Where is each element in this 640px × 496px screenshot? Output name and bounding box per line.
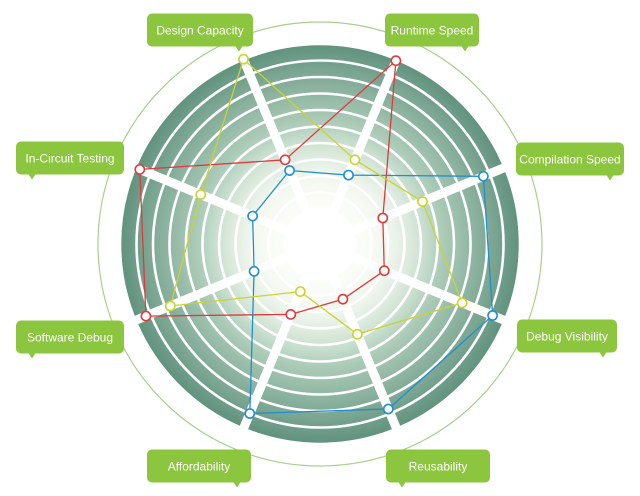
label-pointer [235,45,243,52]
data-point-software_debug [248,265,260,277]
grid-band-segment [446,191,470,297]
data-point-software_debug [140,310,152,322]
label-pointer [606,174,614,181]
grid-band-segment [168,306,258,396]
data-point-reusability [351,328,363,340]
grid-band-segment [260,385,380,410]
data-point-affordability [285,308,297,320]
grid-band-segment [138,318,246,426]
grid-band-segment [170,191,194,297]
grid-band-segment [154,184,179,304]
axis-label-text: Design Capacity [156,24,243,38]
data-point-debug_visibility [487,310,498,321]
grid-band-segment [375,107,457,189]
axis-label-text: Compilation Speed [519,153,620,167]
label-badge [385,13,479,47]
data-point-design_capacity [279,154,291,166]
data-point-affordability [244,408,256,419]
axis-label-debug_visibility: Debug Visibility [517,319,617,358]
label-badge [147,13,253,47]
grid-band-segment [382,92,472,182]
grid-band-segment [199,293,271,365]
grid-band-segment [121,172,148,316]
grid-band-segment [260,78,380,103]
axis-label-design_capacity: Design Capacity [147,13,253,52]
grid-band-segment [461,184,486,304]
label-badge [516,142,624,176]
label-pointer [233,481,241,488]
grid-band-segment [153,312,252,411]
data-point-reusability [337,293,349,305]
axis-label-text: Affordability [168,460,230,474]
label-badge [386,449,490,483]
label-pointer [28,352,36,359]
data-point-compilation_speed [477,170,489,182]
grid-band-segment [248,416,392,443]
center-glow [200,124,440,364]
label-badge [16,141,124,175]
data-point-in_circuit_testing [247,210,258,222]
axis-label-text: In-Circuit Testing [25,152,114,166]
grid-band-segment [183,299,265,381]
grid-band-segment [168,92,258,182]
grid-band-segment [394,318,502,426]
grid-band-segment [369,293,441,365]
data-point-in_circuit_testing [195,189,207,200]
series-3 [164,53,468,340]
data-point-debug_visibility [456,297,468,309]
grid-band-segment [153,77,252,176]
outer-ring [97,21,543,467]
grid-band-segment [388,77,487,176]
grid-band-segment [369,123,441,195]
data-point-in_circuit_testing [134,163,146,175]
axis-label-reusability: Reusability [386,449,490,488]
data-point-design_capacity [284,165,295,176]
axis-label-affordability: Affordability [147,449,251,488]
grid-band-segment [248,45,392,72]
label-badge [16,320,124,354]
label-badge [147,449,251,483]
data-point-runtime_speed [349,154,361,166]
data-point-affordability [294,286,306,297]
label-pointer [28,173,36,180]
grid-band-segment [382,306,472,396]
data-point-runtime_speed [390,55,402,67]
data-point-design_capacity [238,53,249,65]
data-point-software_debug [164,300,176,312]
label-pointer [461,45,469,52]
grid-band-segment [254,61,386,87]
label-pointer [398,481,406,488]
grid-band-segment [199,123,271,195]
data-point-compilation_speed [377,212,389,224]
grid-band-segment [267,370,373,394]
data-point-reusability [382,403,394,415]
series-layer [134,53,498,419]
data-point-runtime_speed [343,169,354,181]
series-2 [244,165,498,419]
grid-band-segment [138,62,246,170]
label-pointer [599,351,607,358]
grid-band-segment [183,107,265,189]
axis-label-text: Runtime Speed [391,24,474,38]
axis-label-text: Software Debug [27,331,113,345]
grid-band-segment [394,62,502,170]
label-badge [517,319,617,353]
axis-label-software_debug: Software Debug [16,320,124,359]
series-1 [134,55,402,322]
grid-band-segment [267,94,373,118]
axis-label-compilation_speed: Compilation Speed [516,142,624,181]
grid-band-segment [477,178,503,310]
grid-band-segment [492,172,519,316]
data-point-compilation_speed [417,196,428,207]
axis-label-text: Debug Visibility [526,330,608,344]
grid-band-segment [375,299,457,381]
data-point-debug_visibility [378,265,390,277]
axis-label-text: Reusability [409,460,468,474]
axis-label-runtime_speed: Runtime Speed [385,13,479,52]
axis-label-in_circuit_testing: In-Circuit Testing [16,141,124,180]
grid-band-segment [254,401,386,427]
